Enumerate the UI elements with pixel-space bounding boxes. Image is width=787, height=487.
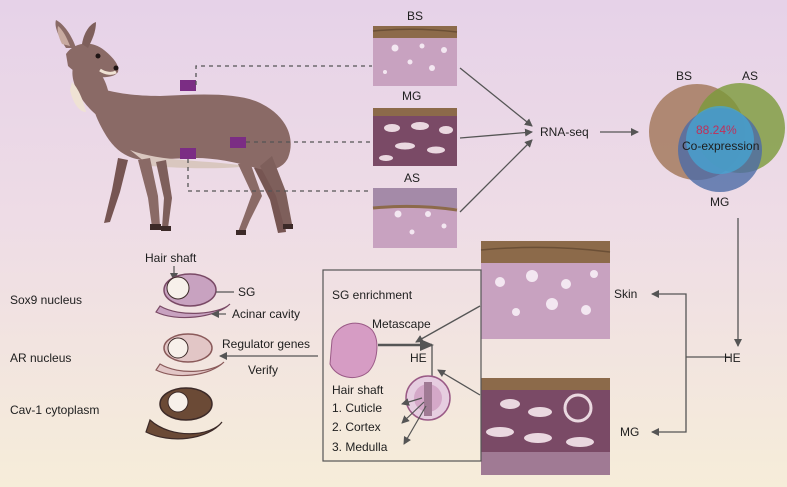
venn-overlap [686, 106, 754, 174]
sg-label: SG [238, 285, 255, 299]
as-sample-label: AS [404, 171, 420, 185]
hair-shaft-label-center: Hair shaft [332, 383, 384, 397]
ar-label: AR nucleus [10, 351, 71, 365]
cav1-label: Cav-1 cytoplasm [10, 403, 99, 417]
mg-sample-label: MG [402, 89, 421, 103]
cortex-label: 2. Cortex [332, 420, 381, 434]
hair-shaft-label-left: Hair shaft [145, 251, 197, 265]
deer-illustration [55, 20, 293, 235]
venn-mg-label: MG [710, 195, 729, 209]
cuticle-label: 1. Cuticle [332, 401, 382, 415]
venn-as-label: AS [742, 69, 758, 83]
right-flow-arrows [651, 218, 742, 436]
as-sample-marker [180, 148, 196, 159]
bs-sample-marker [180, 80, 196, 91]
sg-gland-sox9 [155, 273, 231, 319]
sg-enrichment-label: SG enrichment [332, 288, 413, 302]
venn-diagram [649, 83, 785, 192]
sample-leader-lines [187, 65, 372, 192]
sg-gland-ar [155, 333, 225, 377]
medulla-label: 3. Medulla [332, 440, 388, 454]
mg-sample-marker [230, 137, 246, 148]
venn-percent: 88.24% [696, 123, 737, 137]
he-label-right: HE [724, 351, 741, 365]
rnaseq-input-arrows [459, 67, 639, 213]
metascape-label: Metascape [372, 317, 431, 331]
mg-bottom-label: MG [620, 425, 639, 439]
metascape-network [329, 322, 378, 379]
acinar-cavity-label: Acinar cavity [232, 307, 300, 321]
hair-shaft-pointer-arrows [401, 397, 427, 445]
tissue-mg [373, 108, 457, 166]
skin-tissue-panel [480, 241, 611, 339]
venn-center-label: Co-expression [682, 139, 759, 153]
tissue-as [372, 188, 458, 248]
sg-gland-cav1 [145, 387, 223, 440]
center-arrows [378, 305, 481, 396]
he-label-center: HE [410, 351, 427, 365]
rnaseq-label: RNA-seq [540, 125, 589, 139]
venn-bs-label: BS [676, 69, 692, 83]
tissue-bs [372, 26, 458, 86]
verify-label: Verify [248, 363, 278, 377]
bs-sample-label: BS [407, 9, 423, 23]
skin-label: Skin [614, 287, 637, 301]
sox9-label: Sox9 nucleus [10, 293, 82, 307]
center-panel-frame [322, 269, 482, 462]
regulator-genes-label: Regulator genes [222, 337, 310, 351]
mg-tissue-panel [481, 378, 610, 475]
